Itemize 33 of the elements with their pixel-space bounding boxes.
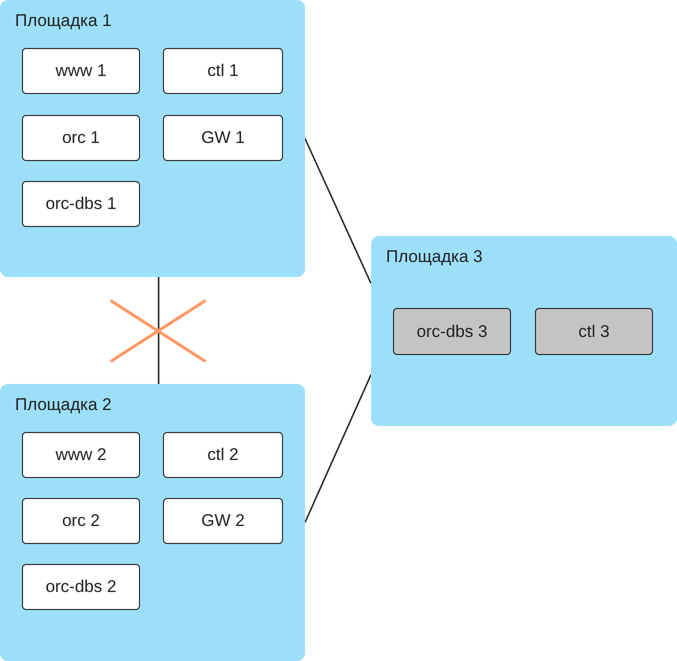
site-title: Площадка 3 <box>386 246 483 268</box>
host-box <box>163 498 283 544</box>
host-box <box>22 498 140 544</box>
host-label: ctl 2 <box>207 444 239 466</box>
host-box <box>535 308 653 355</box>
host-box <box>163 432 283 478</box>
host-label: ctl 3 <box>578 320 610 343</box>
site-title: Площадка 1 <box>15 10 112 32</box>
host-box <box>163 48 283 94</box>
host-box <box>393 308 511 355</box>
site-panel <box>0 384 305 661</box>
connector-line <box>158 277 160 384</box>
host-label: orc-dbs 2 <box>46 576 116 598</box>
host-label: orc-dbs 1 <box>46 193 116 216</box>
host-box <box>22 564 140 610</box>
host-label: www 2 <box>55 444 106 466</box>
host-label: GW 1 <box>201 127 245 150</box>
host-box <box>163 115 283 161</box>
host-box <box>22 181 140 227</box>
site-title: Площадка 2 <box>15 394 112 416</box>
host-label: orc 1 <box>62 127 100 150</box>
host-label: orc 2 <box>62 510 100 532</box>
host-label: GW 2 <box>201 510 245 532</box>
host-box <box>22 432 140 478</box>
host-box <box>22 48 140 94</box>
site-panel <box>371 236 677 426</box>
host-label: ctl 1 <box>207 60 239 82</box>
host-label: orc-dbs 3 <box>416 320 488 343</box>
host-box <box>22 115 140 161</box>
connector-line <box>304 138 372 284</box>
host-label: www 1 <box>55 60 106 82</box>
site-panel <box>0 0 305 277</box>
connector-line <box>304 374 372 523</box>
